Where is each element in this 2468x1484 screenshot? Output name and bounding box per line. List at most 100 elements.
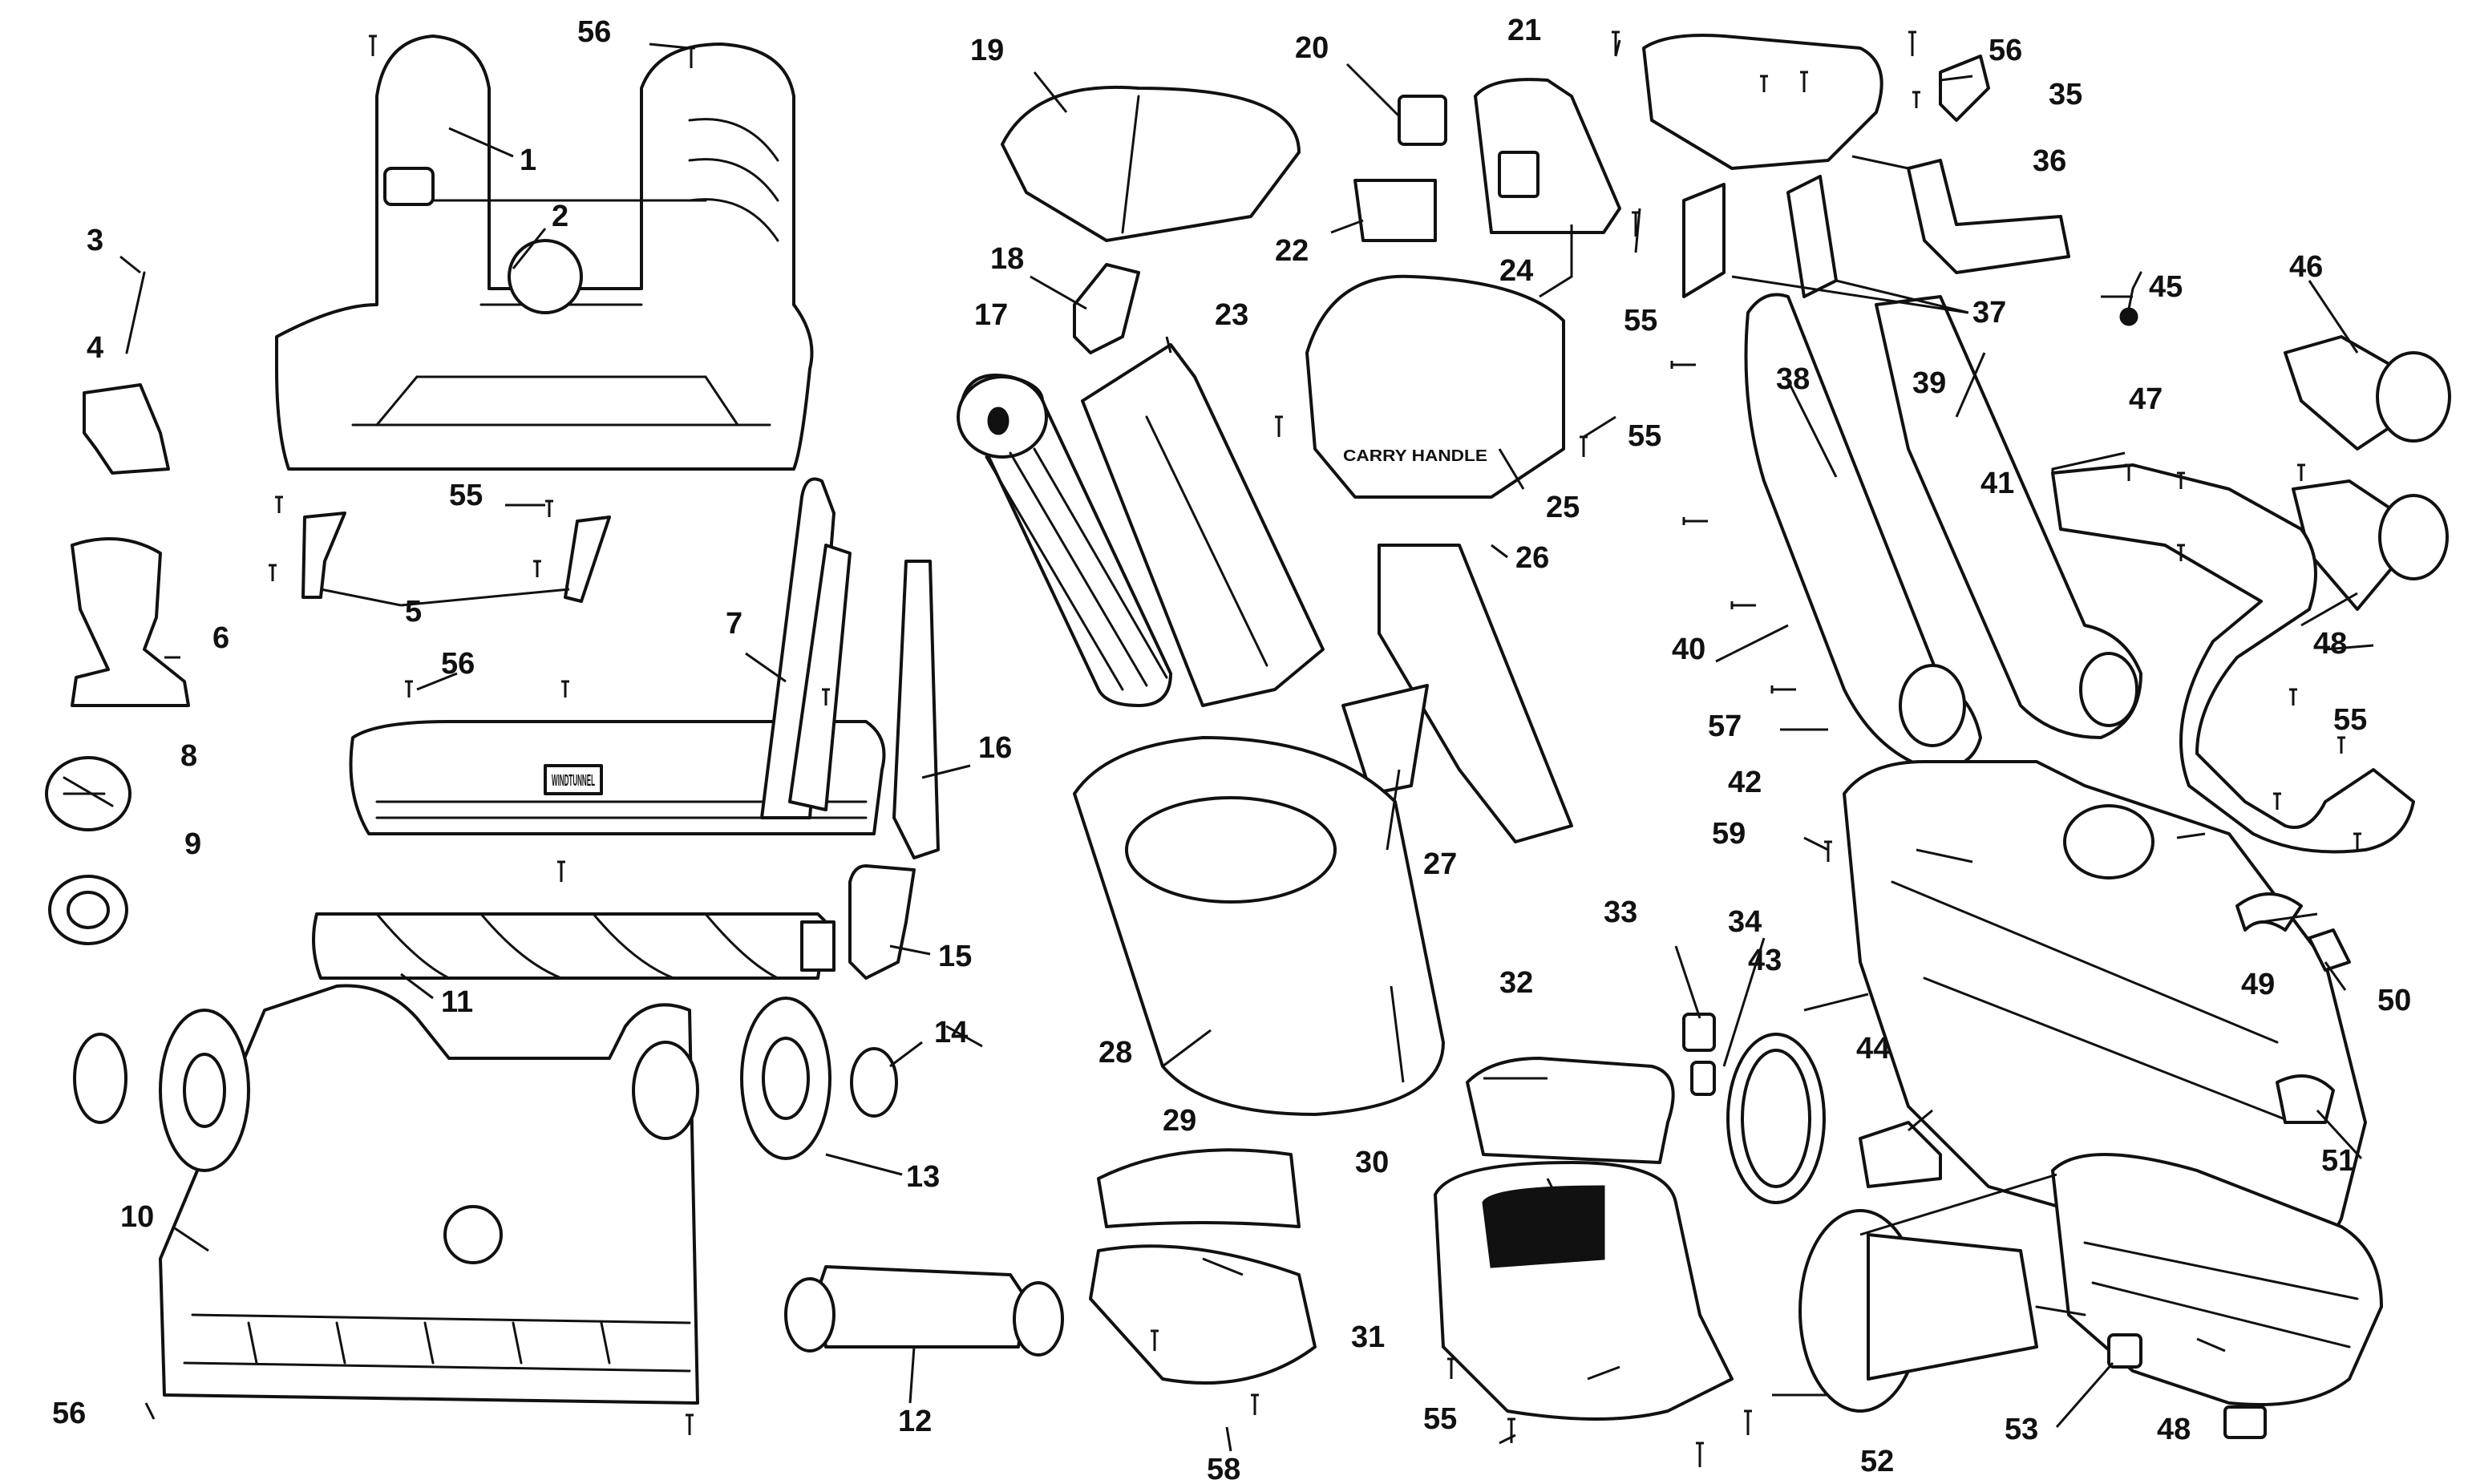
callout-19: 19: [970, 34, 1004, 67]
callout-37: 37: [1972, 296, 2006, 330]
callout-12: 12: [898, 1405, 932, 1438]
callout-8: 8: [180, 739, 197, 773]
part-filter-frame: [1081, 343, 1325, 707]
callout-10: 10: [120, 1200, 154, 1234]
callout-42: 42: [1728, 766, 1762, 799]
part-spring-and-latch: [83, 271, 170, 475]
callout-16: 16: [978, 731, 1012, 765]
part-caster: [784, 1265, 1064, 1357]
callout-46: 46: [2289, 250, 2323, 284]
callout-33: 33: [1604, 896, 1637, 929]
callout-22: 22: [1275, 234, 1309, 268]
callout-36: 36: [2033, 144, 2066, 178]
callout-7: 7: [726, 607, 742, 641]
part-brush-housing: WINDTUNNEL: [349, 477, 886, 835]
screws: [144, 30, 2361, 1467]
brush-housing-logo: WINDTUNNEL: [552, 772, 595, 790]
callout-13: 13: [906, 1160, 940, 1194]
callout-49: 49: [2241, 968, 2275, 1001]
part-air-duct: [2051, 463, 2415, 854]
callout-55c: 55: [1628, 419, 1661, 453]
callout-55a: 55: [449, 479, 483, 512]
part-bin-bottom: [1089, 1148, 1317, 1385]
callout-35: 35: [2049, 78, 2082, 111]
callout-34: 34: [1728, 905, 1762, 939]
callout-38: 38: [1776, 362, 1810, 396]
part-crevice-nozzle: [71, 537, 190, 707]
part-bin-latch: [1341, 544, 1573, 843]
callout-6: 6: [212, 621, 229, 655]
callout-55b: 55: [1624, 304, 1657, 338]
callout-1: 1: [520, 144, 536, 177]
callout-31: 31: [1351, 1320, 1385, 1354]
callout-56a: 56: [577, 15, 611, 49]
callout-21: 21: [1507, 14, 1541, 47]
part-clips: [301, 512, 611, 603]
callout-56b: 56: [441, 647, 475, 681]
callout-14: 14: [934, 1016, 968, 1049]
callout-30: 30: [1355, 1146, 1389, 1179]
callout-23: 23: [1215, 298, 1248, 332]
part-seal-ring: [1726, 1033, 1826, 1204]
part-dust-bin: [1073, 736, 1445, 1116]
part-brush-holder: [1859, 1121, 1942, 1188]
callout-45: 45: [2149, 270, 2183, 304]
part-end-caps: [45, 756, 131, 945]
callout-labels: 1 2 3 4 5 6 7 8 9 10 11 12 13 14 15 16 1…: [52, 14, 2411, 1484]
callout-57: 57: [1708, 710, 1742, 743]
callout-18: 18: [990, 242, 1024, 276]
callout-24: 24: [1499, 254, 1533, 288]
callout-44: 44: [1856, 1032, 1890, 1065]
callout-17: 17: [974, 298, 1008, 332]
leader-lines: [119, 39, 2374, 1452]
callout-26: 26: [1515, 541, 1549, 575]
callout-51: 51: [2321, 1144, 2355, 1178]
callout-32: 32: [1499, 966, 1533, 1000]
callout-4: 4: [87, 331, 103, 365]
callout-47: 47: [2129, 382, 2163, 416]
callout-2: 2: [552, 200, 568, 233]
part-belt-guard: [848, 864, 916, 980]
part-hood-cover: [275, 34, 814, 471]
callout-58: 58: [1207, 1453, 1240, 1484]
part-left-wheels: [73, 1009, 250, 1172]
callout-56c: 56: [52, 1397, 86, 1430]
callout-59: 59: [1712, 817, 1746, 851]
callout-40: 40: [1672, 633, 1705, 666]
part-handle-covers: CARRY HANDLE: [1305, 78, 1621, 499]
callout-52: 52: [1860, 1445, 1894, 1478]
part-hose-fittings: [2284, 335, 2451, 611]
part-cyclone-cup: [1434, 1057, 1734, 1421]
part-body-half-right: [1875, 295, 2142, 739]
callout-48: 48: [2313, 627, 2347, 661]
part-handle-bar: [892, 560, 940, 859]
callout-27: 27: [1423, 847, 1457, 881]
callout-41: 41: [1980, 467, 2014, 500]
callout-56d: 56: [1989, 34, 2022, 67]
part-small-fittings: [1682, 1013, 1716, 1096]
callout-50: 50: [2377, 984, 2411, 1017]
part-base-plate: [159, 984, 699, 1405]
part-brush-roll: [312, 912, 835, 980]
callout-43: 43: [1748, 944, 1782, 977]
callout-11: 11: [441, 985, 473, 1019]
callout-55d: 55: [2333, 703, 2367, 737]
part-handle-assembly: [1642, 34, 2070, 298]
callout-20: 20: [1295, 31, 1329, 65]
callout-5: 5: [405, 595, 422, 629]
part-rear-wheel: [740, 997, 898, 1160]
callout-3: 3: [87, 224, 103, 257]
callout-9: 9: [184, 827, 201, 861]
callout-28: 28: [1098, 1036, 1132, 1070]
callout-15: 15: [938, 940, 972, 973]
part-filter-lid: [1001, 85, 1301, 354]
part-motor-fittings: [2223, 892, 2351, 1439]
callout-39: 39: [1912, 366, 1946, 400]
part-motor: [1798, 1209, 2142, 1413]
part-small-clip: [2119, 271, 2142, 326]
callout-48b: 48: [2157, 1413, 2191, 1446]
part-pleated-filter: [957, 374, 1172, 707]
handle-cover-text: CARRY HANDLE: [1343, 447, 1487, 465]
callout-25: 25: [1546, 491, 1580, 524]
